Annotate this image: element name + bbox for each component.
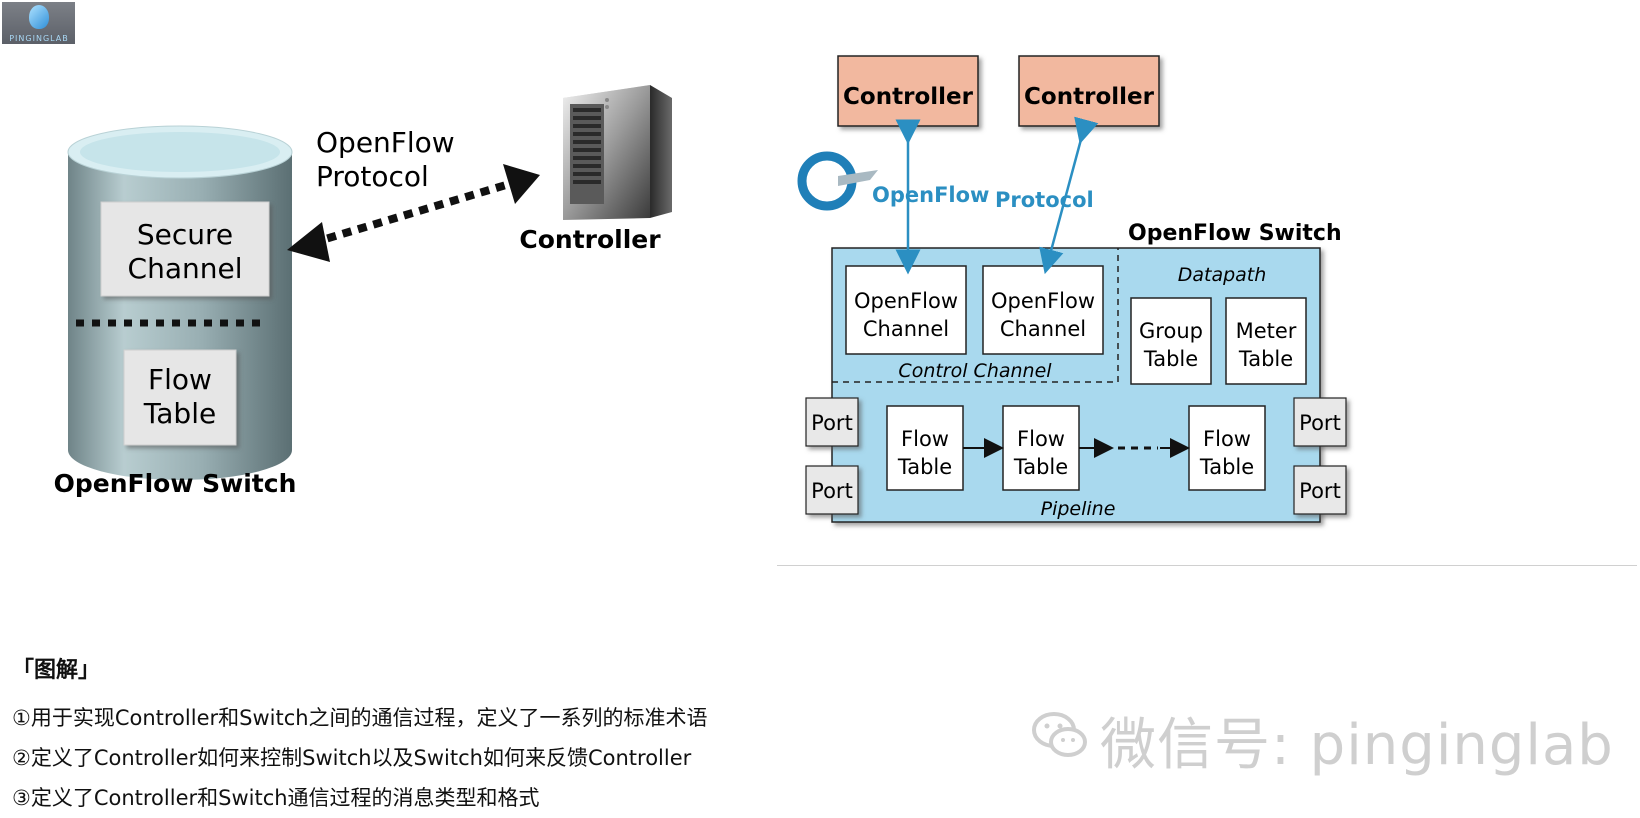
meter-table-line1: Meter: [1236, 319, 1297, 343]
controller-1-label: Controller: [843, 84, 974, 110]
group-table-box: [1130, 297, 1212, 385]
port-left-2: [805, 465, 859, 515]
blue-arrow-2: [1039, 116, 1099, 275]
caption-line-2: ②定义了Controller如何来控制Switch以及Switch如何来反馈Co…: [12, 746, 692, 770]
flow-table-box-3: [1188, 405, 1266, 491]
secure-channel-label-line2: Channel: [128, 252, 243, 285]
datapath-label: Datapath: [1178, 264, 1267, 286]
port-left-1: [805, 397, 859, 447]
wechat-icon: [1032, 712, 1087, 757]
port-right-2: [1293, 465, 1347, 515]
secure-channel-label-line1: Secure: [137, 218, 233, 251]
flow-table-label-line2: Table: [143, 397, 216, 430]
leaf-icon: [29, 5, 49, 29]
protocol-label-line1: OpenFlow: [316, 126, 455, 159]
openflow-logo-icon: [797, 151, 878, 211]
port-right-2-label: Port: [1299, 479, 1341, 503]
group-table-line2: Table: [1143, 347, 1198, 371]
openflow-channel-1-line2: Channel: [863, 317, 949, 341]
pinginglab-logo: PINGINGLAB: [2, 2, 75, 44]
meter-table-line2: Table: [1238, 347, 1293, 371]
flow-table-3-line1: Flow: [1203, 427, 1251, 451]
flow-table-box: [123, 349, 237, 446]
switch-title: OpenFlow Switch: [1128, 221, 1342, 246]
controller-box-1: [837, 55, 979, 127]
openflow-channel-2-line1: OpenFlow: [991, 289, 1095, 313]
caption: 「图解」 ①用于实现Controller和Switch之间的通信过程，定义了一系…: [12, 652, 708, 818]
left-diagram: Secure Channel Flow Table OpenFlow Switc…: [54, 85, 672, 498]
flow-table-box-2: [1002, 405, 1080, 491]
flow-table-3-line2: Table: [1199, 455, 1254, 479]
flow-table-2-line2: Table: [1013, 455, 1068, 479]
control-channel-label: Control Channel: [898, 360, 1052, 382]
switch-label: OpenFlow Switch: [54, 469, 297, 498]
flow-table-2-line1: Flow: [1017, 427, 1065, 451]
port-left-2-label: Port: [811, 479, 853, 503]
group-table-line1: Group: [1139, 319, 1203, 343]
watermark-text: 微信号: pinginglab: [1100, 713, 1614, 778]
openflow-logo-text: OpenFlow: [872, 183, 989, 207]
controller-label: Controller: [519, 225, 661, 254]
port-right-1: [1293, 397, 1347, 447]
caption-title: 「图解」: [12, 658, 101, 683]
logo-text: PINGINGLAB: [9, 34, 69, 43]
secure-channel-box: [100, 201, 270, 297]
arrowhead-left: [287, 222, 330, 262]
controller-box-2: [1018, 55, 1160, 127]
controller-2-label: Controller: [1024, 84, 1155, 110]
pipeline-label: Pipeline: [1041, 498, 1116, 520]
flow-table-1-line1: Flow: [901, 427, 949, 451]
openflow-channel-2: [982, 265, 1104, 355]
protocol-label-line2: Protocol: [316, 160, 429, 193]
meter-table-box: [1225, 297, 1307, 385]
flow-table-label-line1: Flow: [148, 363, 212, 396]
port-right-1-label: Port: [1299, 411, 1341, 435]
control-channel-boundary: [832, 248, 1119, 383]
caption-line-3: ③定义了Controller和Switch通信过程的消息类型和格式: [12, 786, 540, 810]
protocol-text: Protocol: [995, 188, 1094, 212]
flow-table-1-line2: Table: [897, 455, 952, 479]
caption-line-1: ①用于实现Controller和Switch之间的通信过程，定义了一系列的标准术…: [12, 706, 708, 730]
port-left-1-label: Port: [811, 411, 853, 435]
protocol-arrow: [310, 178, 518, 247]
divider-line: [777, 565, 1637, 566]
openflow-channel-1-line1: OpenFlow: [854, 289, 958, 313]
right-diagram: Controller Controller OpenFlow Protocol …: [797, 55, 1347, 523]
server-icon: [563, 85, 672, 220]
arrowhead-right: [503, 164, 540, 204]
openflow-channel-1: [845, 265, 967, 355]
openflow-channel-2-line2: Channel: [1000, 317, 1086, 341]
